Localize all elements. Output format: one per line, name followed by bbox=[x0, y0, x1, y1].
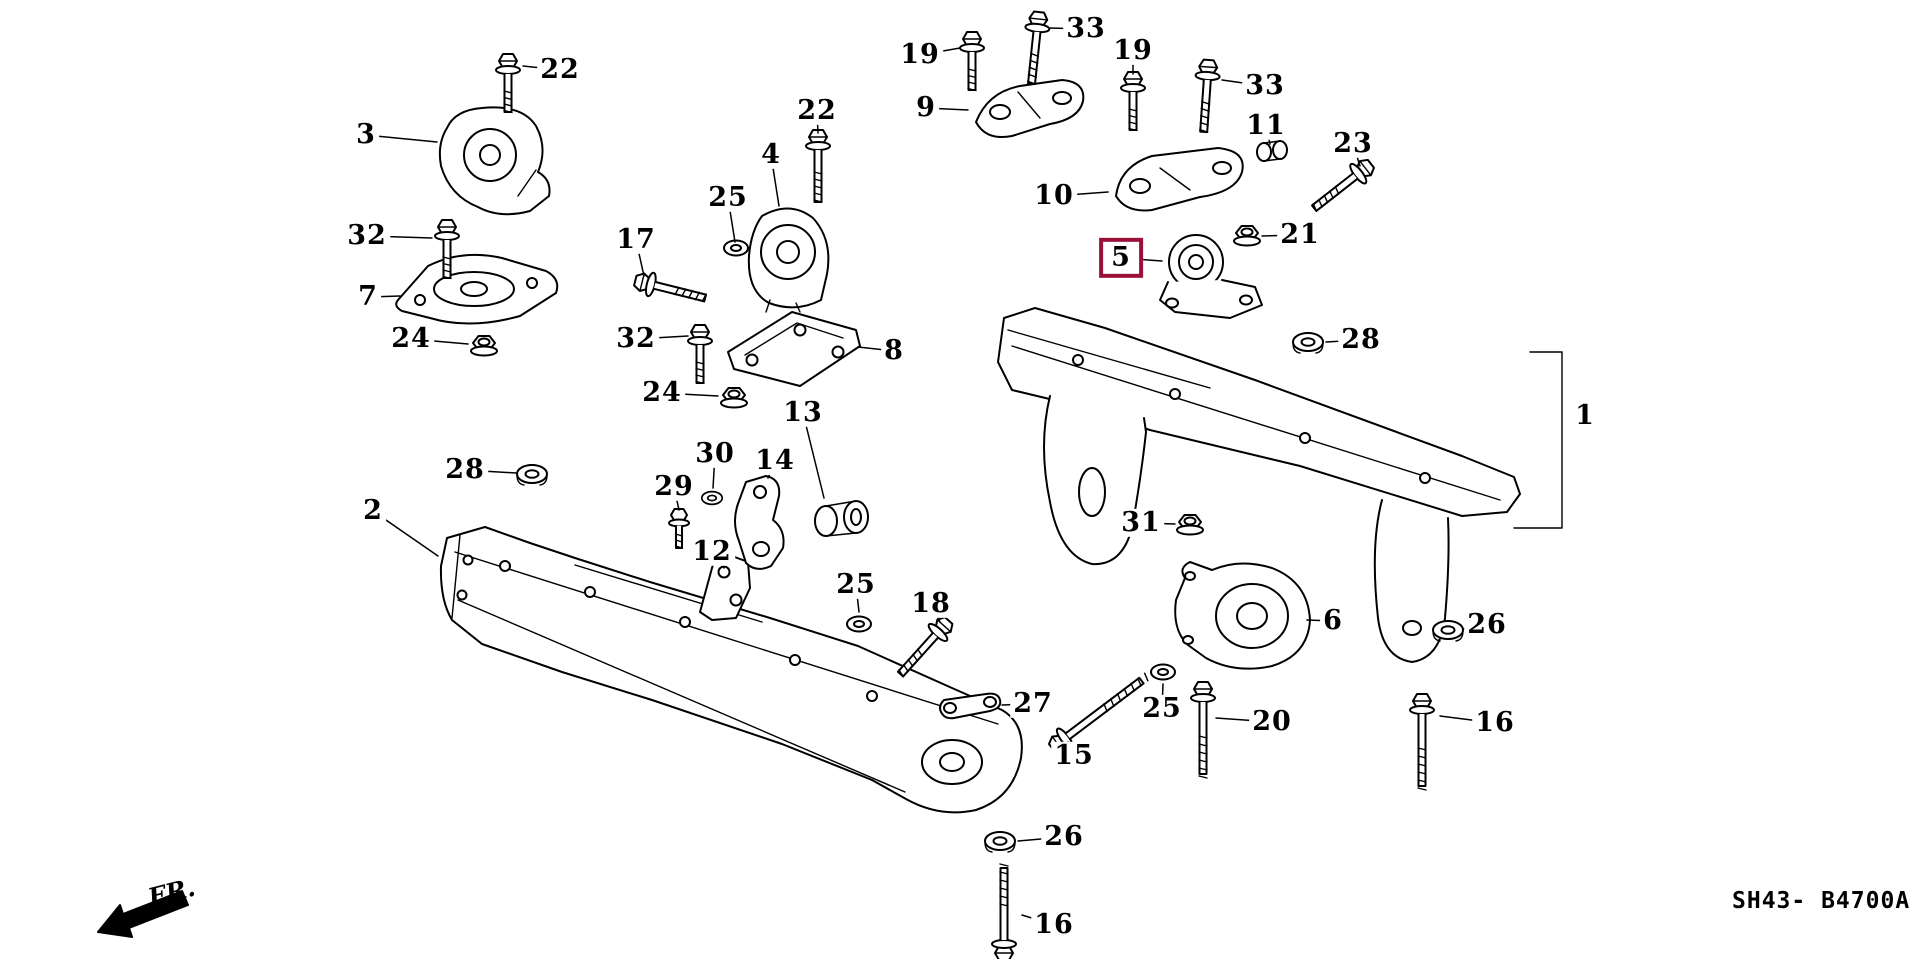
part-33-bolt bbox=[1018, 9, 1052, 86]
part-callout-12[interactable]: 12 bbox=[689, 537, 735, 567]
callout-1-bracket-line bbox=[1513, 351, 1563, 529]
part-callout-11[interactable]: 11 bbox=[1243, 111, 1289, 141]
part-callout-32[interactable]: 32 bbox=[613, 324, 659, 354]
part-16-bolt bbox=[991, 863, 1017, 959]
part-9-mount-bracket bbox=[975, 79, 1085, 138]
part-26-grommet bbox=[984, 831, 1016, 853]
part-callout-15[interactable]: 15 bbox=[1051, 741, 1097, 771]
part-25-washer bbox=[723, 239, 749, 257]
part-18-bolt bbox=[890, 611, 959, 684]
part-8-mount-bracket bbox=[727, 311, 861, 387]
part-callout-6[interactable]: 6 bbox=[1320, 606, 1346, 636]
part-callout-26[interactable]: 26 bbox=[1464, 610, 1510, 640]
part-callout-5-selected[interactable]: 5 bbox=[1099, 237, 1143, 279]
fr-arrow-icon bbox=[97, 890, 189, 938]
part-28-grommet bbox=[516, 464, 548, 486]
part-callout-30[interactable]: 30 bbox=[692, 439, 738, 469]
part-callout-28[interactable]: 28 bbox=[1338, 325, 1384, 355]
part-28-grommet bbox=[1292, 332, 1324, 354]
part-callout-14[interactable]: 14 bbox=[752, 446, 798, 476]
part-31-nut bbox=[1176, 514, 1204, 536]
part-callout-28[interactable]: 28 bbox=[442, 455, 488, 485]
part-3-engine-mount bbox=[438, 106, 551, 216]
part-6-transmission-mount bbox=[1174, 561, 1311, 670]
part-callout-2[interactable]: 2 bbox=[360, 496, 386, 526]
part-callout-23[interactable]: 23 bbox=[1330, 129, 1376, 159]
part-callout-25[interactable]: 25 bbox=[705, 183, 751, 213]
part-5-transmission-mount bbox=[1159, 234, 1263, 319]
part-16-bolt bbox=[1409, 693, 1435, 791]
part-callout-33[interactable]: 33 bbox=[1063, 14, 1109, 44]
part-30-washer bbox=[700, 490, 724, 506]
part-callout-22[interactable]: 22 bbox=[537, 55, 583, 85]
part-callout-24[interactable]: 24 bbox=[388, 324, 434, 354]
part-14-bracket bbox=[734, 475, 785, 570]
part-callout-8[interactable]: 8 bbox=[881, 336, 907, 366]
part-24-nut bbox=[720, 387, 748, 409]
part-callout-20[interactable]: 20 bbox=[1249, 707, 1295, 737]
part-4-engine-mount bbox=[747, 207, 830, 313]
part-callout-7[interactable]: 7 bbox=[355, 282, 381, 312]
part-callout-25[interactable]: 25 bbox=[833, 570, 879, 600]
part-22-bolt bbox=[805, 129, 831, 203]
part-7-mount-bracket bbox=[395, 253, 559, 325]
part-callout-1[interactable]: 1 bbox=[1572, 401, 1598, 431]
part-29-bolt bbox=[668, 508, 690, 549]
part-22-bolt bbox=[495, 53, 521, 114]
part-callout-21[interactable]: 21 bbox=[1277, 220, 1323, 250]
part-19-bolt bbox=[959, 31, 985, 92]
part-callout-10[interactable]: 10 bbox=[1031, 181, 1077, 211]
part-19-bolt bbox=[1120, 71, 1146, 132]
part-callout-33[interactable]: 33 bbox=[1242, 71, 1288, 101]
part-10-mount-bracket bbox=[1115, 147, 1244, 212]
part-callout-29[interactable]: 29 bbox=[651, 472, 697, 502]
part-11-bushing bbox=[1256, 140, 1288, 162]
part-27-stay bbox=[939, 692, 1002, 720]
part-callout-32[interactable]: 32 bbox=[344, 221, 390, 251]
part-callout-13[interactable]: 13 bbox=[780, 398, 826, 428]
diagram-code: SH43- B4700A bbox=[1732, 888, 1911, 914]
part-callout-3[interactable]: 3 bbox=[353, 120, 379, 150]
part-callout-22[interactable]: 22 bbox=[794, 96, 840, 126]
part-callout-19[interactable]: 19 bbox=[897, 40, 943, 70]
part-callout-25[interactable]: 25 bbox=[1139, 694, 1185, 724]
part-33-bolt bbox=[1190, 58, 1222, 134]
part-23-bolt bbox=[1305, 153, 1380, 219]
part-32-bolt bbox=[687, 324, 713, 385]
part-callout-18[interactable]: 18 bbox=[908, 589, 954, 619]
part-13-bushing bbox=[814, 500, 869, 537]
part-20-bolt bbox=[1190, 681, 1216, 779]
part-2-front-crossmember bbox=[439, 526, 1023, 814]
part-callout-31[interactable]: 31 bbox=[1118, 508, 1164, 538]
part-callout-17[interactable]: 17 bbox=[613, 225, 659, 255]
part-callout-9[interactable]: 9 bbox=[913, 93, 939, 123]
part-callout-24[interactable]: 24 bbox=[639, 378, 685, 408]
part-21-nut bbox=[1233, 225, 1261, 247]
part-callout-27[interactable]: 27 bbox=[1010, 689, 1056, 719]
part-25-washer bbox=[1150, 663, 1176, 681]
part-callout-16[interactable]: 16 bbox=[1031, 910, 1077, 940]
part-24-nut bbox=[470, 335, 498, 357]
part-callout-4[interactable]: 4 bbox=[758, 140, 784, 170]
part-callout-16[interactable]: 16 bbox=[1472, 708, 1518, 738]
part-callout-26[interactable]: 26 bbox=[1041, 822, 1087, 852]
part-callout-19[interactable]: 19 bbox=[1110, 36, 1156, 66]
part-25-washer bbox=[846, 615, 872, 633]
